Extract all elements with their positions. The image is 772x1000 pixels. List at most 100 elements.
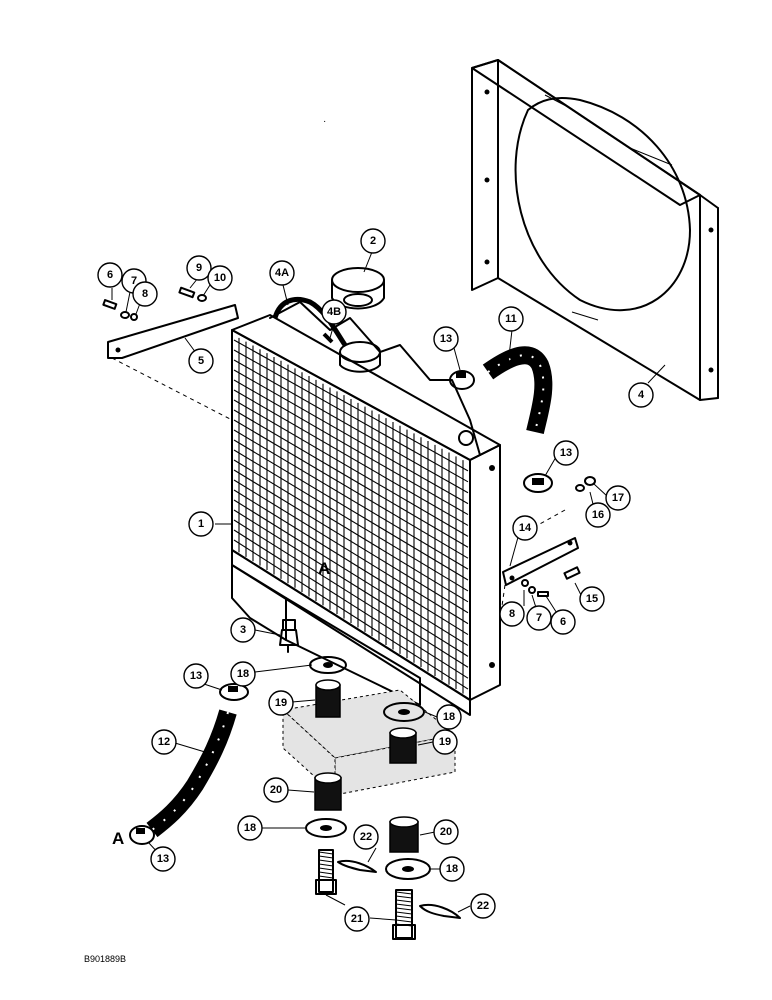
callout-1: 1 (188, 511, 214, 537)
lower-isolator-left (314, 772, 342, 811)
svg-text:7: 7 (131, 275, 137, 287)
svg-text:12: 12 (158, 736, 170, 748)
svg-text:13: 13 (440, 333, 452, 345)
mount-bolt-left (315, 849, 337, 895)
callout-21: 21 (344, 906, 370, 932)
radiator-fins (233, 337, 469, 694)
svg-text:10: 10 (214, 272, 226, 284)
overflow-tube (272, 296, 348, 347)
upper-washer-right (383, 702, 425, 722)
callout-5: 5 (188, 348, 214, 374)
svg-text:19: 19 (275, 697, 287, 709)
upper-isolator-right (389, 727, 417, 764)
svg-text:18: 18 (446, 863, 458, 875)
callout-18-upper-right: 18 (436, 704, 462, 730)
svg-text:6: 6 (107, 269, 113, 281)
lower-isolator-right (389, 816, 419, 853)
callout-20-right: 20 (433, 819, 459, 845)
callout-13-upper: 13 (433, 326, 459, 352)
svg-text:8: 8 (509, 608, 515, 620)
callout-6-left: 6 (97, 262, 123, 288)
callout-13-lower-left: 13 (183, 663, 209, 689)
svg-text:16: 16 (592, 509, 604, 521)
upper-hose-clamp-1 (449, 370, 475, 390)
svg-text:6: 6 (560, 616, 566, 628)
drain-valve (279, 619, 299, 653)
lower-hose-clamp-1 (219, 683, 249, 701)
svg-text:18: 18 (443, 711, 455, 723)
callout-15: 15 (579, 586, 605, 612)
svg-text:3: 3 (240, 624, 246, 636)
svg-text:11: 11 (505, 313, 517, 325)
fan-shroud (471, 59, 719, 401)
callout-4b: 4B (321, 299, 347, 325)
callout-3: 3 (230, 617, 256, 643)
svg-text:19: 19 (439, 736, 451, 748)
left-brace (107, 304, 239, 359)
callout-12: 12 (151, 729, 177, 755)
svg-text:2: 2 (370, 235, 376, 247)
callout-20-left: 20 (263, 777, 289, 803)
callout-19-left: 19 (268, 690, 294, 716)
callout-16: 16 (585, 502, 611, 528)
callout-18-lower-right: 18 (439, 856, 465, 882)
view-marker-top: A (318, 559, 330, 578)
callout-14: 14 (512, 515, 538, 541)
svg-text:22: 22 (360, 831, 372, 843)
right-hardware (521, 476, 596, 597)
svg-text:5: 5 (198, 355, 204, 367)
svg-text:18: 18 (244, 822, 256, 834)
dot-mark: · (323, 116, 326, 127)
svg-text:4A: 4A (275, 267, 289, 279)
hair-pin-left (337, 860, 377, 873)
callout-18-lower-left: 18 (237, 815, 263, 841)
callout-7-right: 7 (526, 605, 552, 631)
upper-isolator-left (315, 679, 341, 718)
lower-washer-right (385, 858, 431, 880)
callout-22-right: 22 (470, 893, 496, 919)
view-marker-hose: A (112, 829, 124, 848)
callout-4: 4 (628, 382, 654, 408)
svg-text:1: 1 (198, 518, 204, 530)
svg-text:7: 7 (536, 612, 542, 624)
upper-hose-clamp-2 (523, 473, 553, 493)
lower-hose-clamp-2 (129, 825, 155, 845)
callout-2: 2 (360, 228, 386, 254)
left-hardware (102, 286, 207, 321)
callout-11: 11 (498, 306, 524, 332)
radiator-core (231, 301, 501, 716)
svg-text:13: 13 (560, 447, 572, 459)
callout-9: 9 (186, 255, 212, 281)
svg-text:15: 15 (586, 593, 598, 605)
callout-13-right: 13 (553, 440, 579, 466)
right-brace (502, 537, 579, 586)
callout-19-right: 19 (432, 729, 458, 755)
svg-text:13: 13 (190, 670, 202, 682)
callout-8-right: 8 (499, 601, 525, 627)
svg-text:8: 8 (142, 288, 148, 300)
callout-17: 17 (605, 485, 631, 511)
svg-text:18: 18 (237, 668, 249, 680)
svg-text:14: 14 (519, 522, 532, 534)
hair-pin-right (419, 904, 461, 919)
svg-text:4: 4 (638, 389, 645, 401)
svg-text:4B: 4B (327, 306, 341, 318)
svg-text:22: 22 (477, 900, 489, 912)
mount-bolt-right (392, 889, 416, 940)
drawing-code: B901889B (84, 954, 126, 964)
svg-text:20: 20 (270, 784, 282, 796)
callout-22-left: 22 (353, 824, 379, 850)
lower-hose (146, 709, 237, 838)
callout-13-bottom: 13 (150, 846, 176, 872)
svg-text:21: 21 (351, 913, 363, 925)
callouts: 1 2 3 4 4A 4B 5 6 6 7 7 8 8 9 10 11 12 1… (97, 228, 654, 932)
callout-18-upper-left: 18 (230, 661, 256, 687)
upper-hose (482, 346, 553, 434)
svg-text:17: 17 (612, 492, 624, 504)
callout-8-left: 8 (132, 281, 158, 307)
svg-text:9: 9 (196, 262, 202, 274)
lower-washer-left (305, 818, 347, 838)
callout-6-right: 6 (550, 609, 576, 635)
svg-text:13: 13 (157, 853, 169, 865)
